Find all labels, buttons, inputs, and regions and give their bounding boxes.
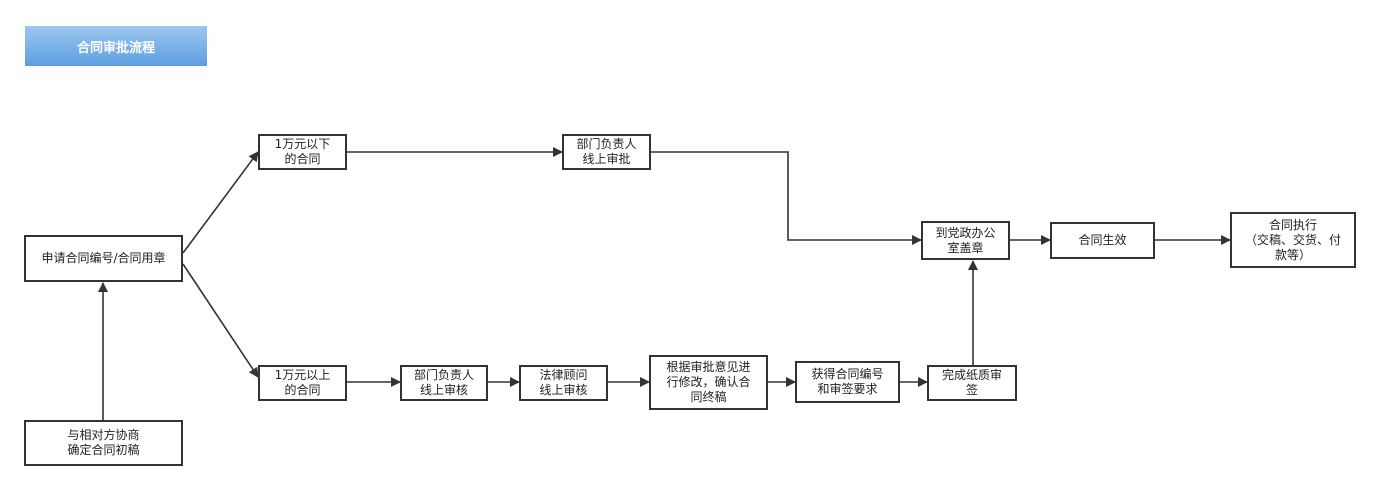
node-execute: 合同执行 （交稿、交货、付 款等） — [1230, 212, 1356, 268]
node-get-number: 获得合同编号 和审签要求 — [795, 361, 900, 403]
node-revise: 根据审批意见进 行修改，确认合 同终稿 — [649, 355, 768, 410]
node-dept-online-approve: 部门负责人 线上审批 — [562, 134, 651, 170]
node-paper-review: 完成纸质审 签 — [927, 365, 1017, 401]
arrow-dept-approve-to-stamp — [651, 151, 922, 245]
node-over-10k: 1万元以上 的合同 — [258, 365, 347, 401]
flow-title: 合同审批流程 — [25, 26, 207, 66]
node-apply: 申请合同编号/合同用章 — [24, 235, 183, 282]
node-stamp: 到党政办公 室盖章 — [921, 221, 1010, 260]
node-effective: 合同生效 — [1050, 222, 1155, 259]
node-under-10k: 1万元以下 的合同 — [258, 134, 347, 170]
arrow-apply-to-over-10k — [182, 263, 259, 378]
node-negotiate: 与相对方协商 确定合同初稿 — [24, 420, 183, 466]
node-dept-online-review: 部门负责人 线上审核 — [400, 365, 488, 401]
node-legal-review: 法律顾问 线上审核 — [519, 365, 608, 401]
arrow-apply-to-under-10k — [182, 151, 259, 254]
